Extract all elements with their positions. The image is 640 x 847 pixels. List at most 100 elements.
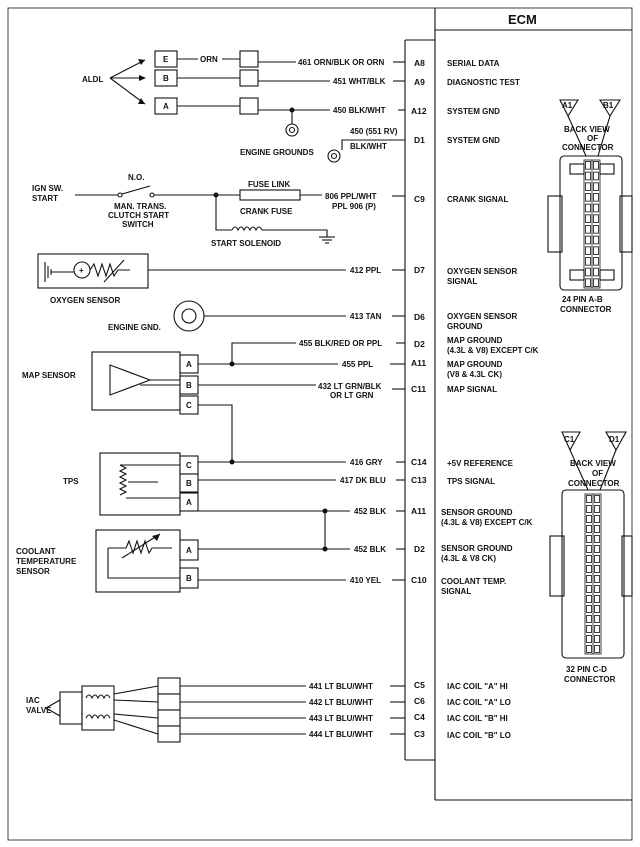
wire-label: 444 LT BLU/WHT bbox=[309, 730, 373, 739]
connector-pin-cavity bbox=[586, 575, 592, 583]
tps-label: TPS bbox=[63, 477, 79, 486]
iac-coil-b bbox=[85, 714, 111, 720]
oxygen-heater-resistor bbox=[89, 262, 130, 278]
pin-label: C11 bbox=[411, 384, 426, 394]
wire-label: 450 BLK/WHT bbox=[333, 106, 386, 115]
map-wires: 455 BLK/RED OR PPL 455 PPL 432 LT GRN/BL… bbox=[198, 339, 405, 462]
wire-label: 452 BLK bbox=[354, 545, 386, 554]
connector-cd-latch bbox=[549, 535, 565, 597]
back-view-label: BACK VIEW bbox=[570, 459, 616, 468]
connector-pin-cavity bbox=[593, 171, 599, 181]
inline-connector bbox=[239, 50, 259, 68]
tps-pin-b bbox=[179, 473, 199, 493]
coolant-label: COOLANT bbox=[16, 547, 56, 556]
ecm-title: ECM bbox=[508, 12, 537, 27]
ground-eyelet bbox=[285, 123, 299, 137]
iac-coil-housing bbox=[81, 685, 115, 731]
back-view-label: CONNECTOR bbox=[568, 479, 620, 488]
function-label: CRANK SIGNAL bbox=[447, 195, 508, 204]
oxygen-sensor-label: OXYGEN SENSOR bbox=[50, 296, 120, 305]
connector-ab-latch bbox=[547, 195, 563, 253]
marker-c1 bbox=[561, 431, 581, 452]
clutch-switch-blade bbox=[121, 185, 151, 195]
wire-label: 455 BLK/RED OR PPL bbox=[299, 339, 382, 348]
connector-caption: 32 PIN C-D bbox=[566, 665, 607, 674]
tps-pin-a bbox=[179, 492, 199, 512]
inline-connector bbox=[239, 97, 259, 115]
connector-pin-cavity bbox=[594, 505, 600, 513]
connector-pin-cavity bbox=[594, 575, 600, 583]
iac-label-line2: VALVE bbox=[26, 706, 52, 715]
pin-label: A9 bbox=[414, 77, 425, 87]
cts-pin-label: B bbox=[186, 574, 192, 583]
connector-pin-cavity bbox=[585, 171, 591, 181]
function-label: +5V REFERENCE bbox=[447, 459, 514, 468]
pin-label: C13 bbox=[411, 475, 427, 485]
function-label: OXYGEN SENSOR bbox=[447, 312, 517, 321]
connector-pin-cavity bbox=[585, 257, 591, 266]
marker-label: A1 bbox=[562, 101, 573, 110]
ground-eyelet bbox=[173, 300, 205, 332]
function-label: SERIAL DATA bbox=[447, 59, 500, 68]
fuse-link-label: FUSE LINK bbox=[248, 180, 290, 189]
pin-label: C9 bbox=[414, 194, 425, 204]
function-label: MAP GROUND bbox=[447, 336, 503, 345]
iac-valve: IAC VALVE bbox=[26, 677, 181, 743]
pin-label: A11 bbox=[411, 358, 426, 368]
connector-pin-cavity bbox=[586, 565, 592, 573]
function-label: IAC COIL "B" HI bbox=[447, 714, 508, 723]
wire-label: BLK/WHT bbox=[350, 142, 387, 151]
pin-label: C14 bbox=[411, 457, 427, 467]
connector-pin-cavity bbox=[593, 193, 599, 202]
connector-pin-cavity bbox=[593, 257, 599, 266]
connector-pin-cavity bbox=[594, 595, 600, 603]
connector-pin-cavity bbox=[586, 555, 592, 563]
aldl-pin-label: A bbox=[163, 102, 169, 111]
connector-cd-shell bbox=[561, 489, 625, 659]
connector-ab-latch bbox=[619, 195, 633, 253]
connector-pin-cavity bbox=[586, 645, 592, 653]
connector-pin-cavity bbox=[585, 161, 591, 170]
connector-pin-cavity bbox=[594, 515, 600, 523]
coolant-wires: 452 BLK 410 YEL bbox=[198, 545, 405, 585]
wire-label: 452 BLK bbox=[354, 507, 386, 516]
connector-pin-cavity bbox=[586, 535, 592, 543]
aldl-pin-label: B bbox=[163, 74, 169, 83]
connector-pin-cavity bbox=[594, 625, 600, 633]
connector-cd-pins bbox=[584, 493, 602, 655]
marker-a1 bbox=[559, 99, 579, 118]
wire-label: 410 YEL bbox=[350, 576, 381, 585]
ground-eyelet-hole bbox=[288, 126, 296, 134]
connector-pin-cavity bbox=[586, 515, 592, 523]
arrow-head bbox=[138, 59, 145, 65]
wire-label: 417 DK BLU bbox=[340, 476, 386, 485]
connector-pin-cavity bbox=[594, 645, 600, 653]
pin-label: D7 bbox=[414, 265, 425, 275]
wire-label: 416 GRY bbox=[350, 458, 383, 467]
wire-label: 413 TAN bbox=[350, 312, 382, 321]
connector-pin-cavity bbox=[594, 555, 600, 563]
tps-pin-label: B bbox=[186, 479, 192, 488]
function-label-line2: (4.3L & V8 CK) bbox=[441, 554, 496, 563]
ign-sw-label-line2: START bbox=[32, 194, 58, 203]
connector-caption: CONNECTOR bbox=[564, 675, 616, 684]
connector-pin-cavity bbox=[593, 214, 599, 223]
function-label-line2: (4.3L & V8) EXCEPT C/K bbox=[441, 518, 533, 527]
wire-label: 461 ORN/BLK OR ORN bbox=[298, 58, 384, 67]
connector-pin-cavity bbox=[586, 585, 592, 593]
wire-label: 455 PPL bbox=[342, 360, 373, 369]
connector-pin-cavity bbox=[585, 182, 591, 191]
connector-pin-cavity bbox=[586, 635, 592, 643]
wire-label: 441 LT BLU/WHT bbox=[309, 682, 373, 691]
iac-connector-pin bbox=[157, 693, 181, 711]
coolant-label-line3: SENSOR bbox=[16, 567, 50, 576]
connector-pin-cavity bbox=[585, 246, 591, 255]
iac-connector-pin bbox=[157, 709, 181, 727]
wire-label: 806 PPL/WHT bbox=[325, 192, 377, 201]
connector-pin-cavity bbox=[586, 495, 592, 503]
connector-pin-cavity bbox=[586, 615, 592, 623]
splice-dot bbox=[322, 546, 328, 552]
arrow-head bbox=[139, 75, 146, 81]
function-label-line2: SIGNAL bbox=[441, 587, 471, 596]
wire-label: 450 (551 RV) bbox=[350, 127, 398, 136]
